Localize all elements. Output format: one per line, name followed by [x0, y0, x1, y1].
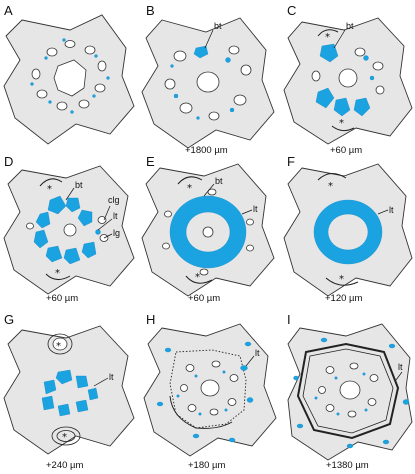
vascular-ring-e	[162, 188, 254, 276]
star-top-d: *	[47, 184, 52, 195]
outgrowth-bottom-g	[51, 426, 81, 446]
panel-h: H lt +180 µm	[143, 312, 277, 471]
caption-g: +240 µm	[46, 460, 84, 471]
star-top-e: *	[187, 183, 192, 194]
star-bottom-c: *	[339, 118, 344, 129]
star-top-g: *	[56, 341, 61, 352]
panel-i: I lt +1380 µm	[287, 312, 413, 471]
panel-c: C * * bt +60 µm	[283, 3, 413, 156]
leader-lt-e	[241, 209, 253, 215]
leader-lt-i	[395, 371, 403, 381]
leader-lt-d	[97, 218, 113, 231]
label-lt-g: lt	[109, 372, 114, 382]
leader-lt-h	[245, 355, 255, 367]
central-canal-d	[63, 223, 77, 237]
inner-ring-i	[302, 348, 394, 434]
panel-letter-b: B	[146, 3, 155, 18]
label-bt-c: bt	[346, 21, 354, 31]
dotted-boundary-h	[169, 349, 247, 429]
outgrowth-top-e	[177, 176, 203, 185]
thick-boundary-h	[169, 395, 233, 429]
label-clg-d: clg	[108, 195, 120, 205]
star-bottom-g: *	[62, 432, 67, 443]
leader-bt-d	[65, 187, 75, 201]
label-lt-i: lt	[398, 362, 403, 372]
central-canal-c	[338, 68, 358, 88]
vascular-ring-b	[164, 45, 252, 121]
panel-e: E * * bt lt +60 µm	[141, 154, 275, 304]
caption-d: +60 µm	[46, 293, 78, 304]
outgrowth-top-c	[317, 29, 339, 37]
star-bottom-d: *	[55, 268, 60, 279]
star-bottom-f: *	[339, 274, 344, 285]
panel-letter-f: F	[287, 154, 295, 169]
panel-letter-c: C	[287, 3, 296, 18]
vascular-ring-c	[311, 43, 385, 117]
panel-letter-g: G	[4, 312, 14, 327]
label-bt-d: bt	[75, 180, 83, 190]
label-lt-d: lt	[113, 211, 118, 221]
panel-a: A	[3, 3, 135, 145]
outgrowth-top-f	[317, 173, 347, 181]
label-lt-h: lt	[255, 348, 260, 358]
label-bt-b: bt	[214, 21, 222, 31]
central-canal-i	[339, 380, 361, 400]
vascular-ring-a	[30, 38, 110, 114]
star-bottom-e: *	[195, 272, 200, 283]
cross-section-g	[3, 325, 135, 455]
label-bt-e: bt	[215, 176, 223, 186]
outgrowth-top-d	[39, 178, 63, 187]
star-top-c: *	[325, 32, 330, 43]
caption-h: +180 µm	[188, 460, 226, 471]
caption-b: +1800 µm	[185, 145, 228, 156]
panel-letter-i: I	[287, 312, 291, 327]
central-canal-b	[196, 71, 220, 93]
central-canal-a	[53, 59, 87, 97]
caption-i: +1380 µm	[326, 460, 369, 471]
vascular-ring-d	[26, 195, 109, 265]
vascular-ring-f	[313, 199, 383, 265]
leader-clg-d	[103, 205, 111, 221]
outgrowth-bottom-f	[325, 277, 359, 286]
outgrowth-bottom-d	[45, 273, 71, 280]
panel-letter-e: E	[146, 154, 155, 169]
panel-letter-h: H	[146, 312, 155, 327]
panel-f: F * * lt +120 µm	[283, 154, 413, 304]
vascular-ring-i	[293, 337, 410, 449]
leader-lg-d	[103, 233, 113, 239]
vascular-ring-h	[156, 341, 254, 443]
caption-f: +120 µm	[325, 293, 363, 304]
outer-ring-i	[296, 342, 400, 440]
leader-lt-f	[377, 209, 389, 215]
leader-lt-g	[93, 377, 109, 387]
outgrowth-bottom-c	[331, 125, 355, 132]
panel-b: B bt +1800 µm	[141, 3, 275, 156]
star-top-f: *	[328, 181, 333, 192]
caption-e: +60 µm	[188, 293, 220, 304]
label-lt-f: lt	[389, 205, 394, 215]
panel-letter-a: A	[4, 3, 13, 18]
central-canal-h	[200, 379, 220, 397]
panel-letter-d: D	[4, 154, 13, 169]
caption-c: +60 µm	[330, 145, 362, 156]
leader-bt-e	[203, 183, 215, 197]
label-lt-e: lt	[253, 204, 258, 214]
panel-d: D * * bt clg lt lg +60 µm	[3, 154, 135, 304]
panel-g: G * * lt +240 µm	[3, 312, 135, 471]
vascular-ring-g	[41, 369, 99, 417]
outgrowth-bottom-e	[185, 275, 213, 284]
leader-bt-b	[204, 29, 214, 49]
label-lg-d: lg	[113, 228, 120, 238]
outgrowth-top-g	[47, 333, 73, 355]
leader-bt-c	[333, 29, 346, 49]
